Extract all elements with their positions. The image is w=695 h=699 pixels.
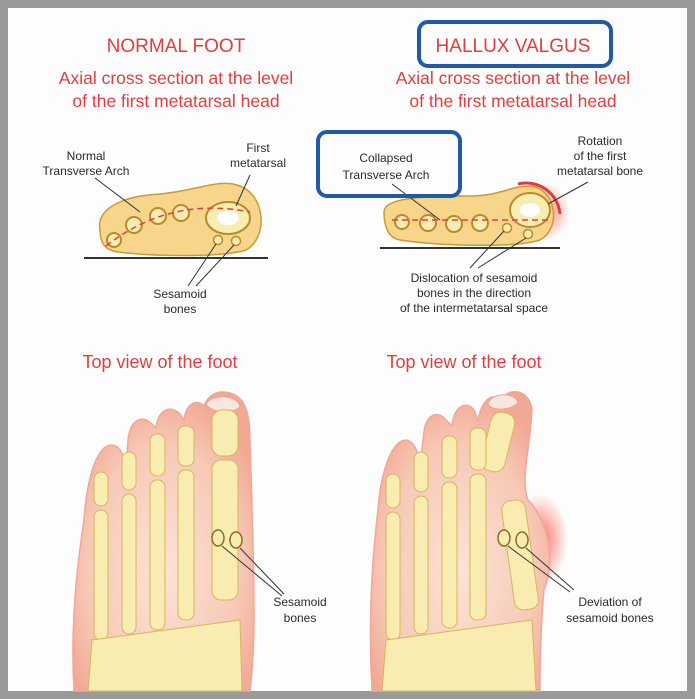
left-title: NORMAL FOOT xyxy=(107,36,246,57)
collapsed-arch-label-1: Collapsed xyxy=(359,151,412,165)
hallux-valgus-foot-top-view xyxy=(370,392,574,691)
deviation-label-1: Deviation of xyxy=(578,595,642,609)
normal-foot-top-view xyxy=(73,392,284,691)
dislocation-label-3: of the intermetatarsal space xyxy=(400,301,548,315)
first-metatarsal-label-1: First xyxy=(246,141,270,155)
deviation-label-2: sesamoid bones xyxy=(566,611,653,625)
left-subtitle-line1: Axial cross section at the level xyxy=(59,68,293,88)
right-subtitle-line1: Axial cross section at the level xyxy=(396,68,630,88)
dislocation-label-1: Dislocation of sesamoid xyxy=(411,271,538,285)
normal-arch-label-1: Normal xyxy=(67,149,106,163)
sesamoid-label-2: bones xyxy=(164,302,197,316)
left-top-view-title: Top view of the foot xyxy=(82,352,237,372)
rotation-label-2: of the first xyxy=(574,149,627,163)
right-subtitle-line2: of the first metatarsal head xyxy=(409,91,616,111)
sesamoid-label-1: Sesamoid xyxy=(153,287,206,301)
right-title: HALLUX VALGUS xyxy=(436,36,591,57)
rotation-label-3: metatarsal bone xyxy=(557,164,643,178)
right-top-view-title: Top view of the foot xyxy=(386,352,541,372)
normal-cross-section xyxy=(84,175,268,286)
top-sesamoid-label-2: bones xyxy=(284,611,317,625)
normal-arch-label-2: Transverse Arch xyxy=(43,164,130,178)
left-subtitle-line2: of the first metatarsal head xyxy=(72,91,279,111)
rotation-label-1: Rotation xyxy=(578,134,623,148)
dislocation-label-2: bones in the direction xyxy=(417,286,531,300)
collapsed-arch-label-2: Transverse Arch xyxy=(343,168,430,182)
first-metatarsal-label-2: metatarsal xyxy=(230,156,286,170)
top-sesamoid-label-1: Sesamoid xyxy=(273,595,326,609)
